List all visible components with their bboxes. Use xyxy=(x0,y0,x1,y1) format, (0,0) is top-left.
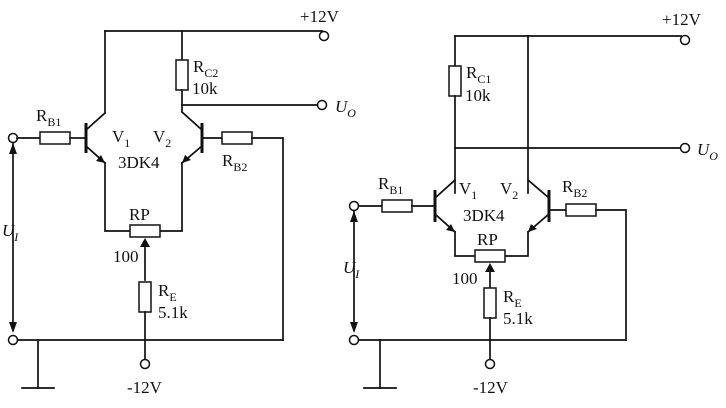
right-model-label: 3DK4 xyxy=(463,206,505,225)
right-vcc-label: +12V xyxy=(662,10,702,29)
right-rb2-resistor xyxy=(565,203,597,217)
right-circuit: +12V RC1 10k UO RB1 V1 xyxy=(343,10,718,397)
right-rc-value: 10k xyxy=(465,86,491,105)
left-v2-transistor xyxy=(180,110,204,165)
left-vee-label: -12V xyxy=(127,378,163,397)
right-input-label: UI xyxy=(343,258,360,281)
left-rb2-resistor xyxy=(221,131,253,145)
right-vee-label: -12V xyxy=(473,378,509,397)
right-input-ground-terminal xyxy=(348,334,360,346)
left-input-ground-terminal xyxy=(7,334,19,346)
right-vee-terminal xyxy=(484,358,496,370)
left-rc-label: RC2 xyxy=(193,57,218,80)
left-rp-potentiometer xyxy=(129,224,161,238)
left-v1-transistor xyxy=(84,111,107,165)
right-rp-value: 100 xyxy=(452,269,478,288)
left-vee-terminal xyxy=(139,358,151,370)
left-rb1-label: RB1 xyxy=(36,106,61,129)
left-circuit: +12V RC2 10k UO RB1 V1 xyxy=(2,7,356,397)
left-rp-value: 100 xyxy=(113,247,139,266)
right-rb1-label: RB1 xyxy=(378,174,403,197)
left-rb1-resistor xyxy=(39,131,71,145)
left-output-terminal xyxy=(316,99,328,111)
right-re-label: RE xyxy=(503,287,522,310)
right-rp-label: RP xyxy=(477,230,498,249)
right-v1-label: V1 xyxy=(459,179,477,202)
left-v2-label: V2 xyxy=(153,127,171,150)
left-v1-label: V1 xyxy=(112,127,130,150)
right-v2-transistor xyxy=(526,178,551,234)
right-rc-label: RC1 xyxy=(466,63,491,86)
right-re-resistor xyxy=(483,287,497,319)
left-vcc-terminal xyxy=(318,30,330,42)
right-output-label: UO xyxy=(697,140,718,163)
right-v1-transistor xyxy=(433,178,457,234)
left-vcc-label: +12V xyxy=(300,7,340,26)
left-re-resistor xyxy=(138,281,152,313)
right-rb1-resistor xyxy=(381,199,413,213)
left-output-label: UO xyxy=(335,97,356,120)
right-rp-potentiometer xyxy=(474,249,506,263)
right-vcc-terminal xyxy=(679,34,691,46)
right-rb2-label: RB2 xyxy=(562,177,587,200)
left-input-label: UI xyxy=(2,221,19,244)
left-model-label: 3DK4 xyxy=(118,153,160,172)
right-output-terminal xyxy=(679,142,691,154)
right-v2-label: V2 xyxy=(500,179,518,202)
right-re-value: 5.1k xyxy=(503,309,533,328)
left-rp-label: RP xyxy=(129,205,150,224)
left-re-value: 5.1k xyxy=(158,303,188,322)
left-rc-value: 10k xyxy=(192,79,218,98)
right-rc-resistor xyxy=(448,65,462,97)
left-rb2-label: RB2 xyxy=(222,151,247,174)
left-re-label: RE xyxy=(158,281,177,304)
left-rc-resistor xyxy=(175,59,189,91)
right-input-terminal xyxy=(348,200,360,212)
